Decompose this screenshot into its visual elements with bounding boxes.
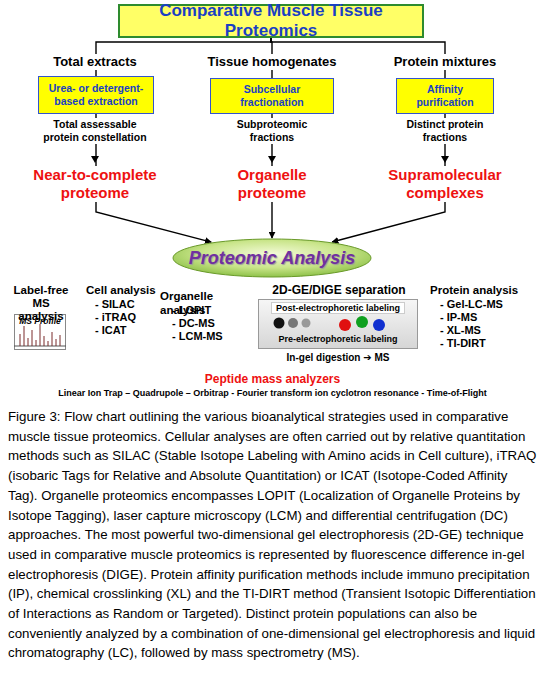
method-text: Affinity purification [405,83,485,109]
proteome-type: Organelle proteome [212,166,332,202]
proteome-type: Supramolecular complexes [370,166,520,202]
fraction-text: Subproteomic fractions [222,118,322,144]
method-item: - LCM-MS [172,330,252,343]
method-item: - XL-MS [440,324,540,337]
column-heading: Total extracts [25,54,165,70]
gel-box: 2D-GE/DIGE separationPost-electrophoreti… [258,299,418,349]
method-item: - ICAT [95,324,165,337]
figure-caption: Figure 3: Flow chart outlining the vario… [8,407,538,663]
section-heading: 2D-GE/DIGE separation [244,283,434,297]
fraction-text: Distinct protein fractions [400,118,490,144]
box-caption: MS Profile [15,316,65,326]
oval-shape [173,239,371,277]
title-box: Comparative Muscle Tissue Proteomics [118,4,424,38]
proteome-type: Near-to-complete proteome [20,166,170,202]
oval-text: Proteomic Analysis [189,248,355,269]
method-item: - iTRAQ [95,311,165,324]
analyzer-list: Linear Ion Trap – Quadrupole – Orbitrap … [0,388,545,399]
method-text: Urea- or detergent-based extraction [42,82,150,108]
arrow-head [441,156,449,163]
method-box: Subcellular fractionation [210,78,334,114]
arrow-head [91,156,99,163]
labeling-text: Pre-electrophoretic labeling [271,334,405,344]
workflow-note: In-gel digestion ➔ MS [248,352,428,364]
method-item: - DC-MS [172,317,252,330]
method-text: Subcellular fractionation [222,83,322,109]
analysis-oval: Proteomic Analysis [172,238,372,278]
ms-profile-box: Label-free MS analysisMS Profile [14,314,66,350]
method-item: - Gel-LC-MS [440,298,540,311]
column-heading: Protein mixtures [375,54,515,70]
method-box: Urea- or detergent-based extraction [38,76,154,114]
arrow-head [268,156,276,163]
section-heading: Cell analysis [86,283,166,297]
column-heading: Tissue homogenates [192,54,352,70]
method-item: - SILAC [95,298,165,311]
method-box: Affinity purification [396,78,494,114]
analyzer-heading: Peptide mass analyzers [0,372,545,386]
title-text: Comparative Muscle Tissue Proteomics [120,1,422,41]
fraction-text: Total assessable protein constellation [35,118,155,144]
section-heading: Protein analysis [430,283,542,297]
method-item: - IP-MS [440,311,540,324]
method-item: - LOPIT [172,304,252,317]
method-item: - TI-DIRT [440,337,540,350]
labeling-text: Post-electrophoretic labeling [271,302,405,314]
